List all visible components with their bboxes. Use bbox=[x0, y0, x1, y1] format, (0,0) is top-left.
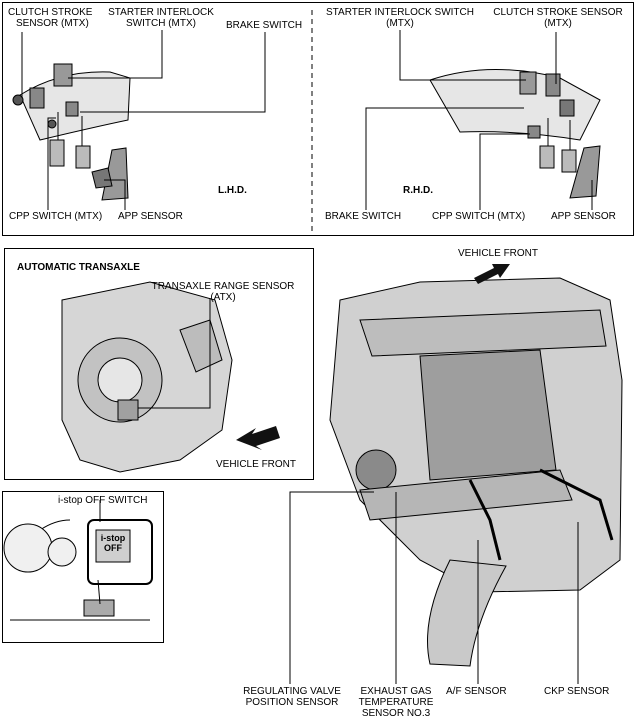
rhd-leaders bbox=[365, 30, 593, 210]
lhd-starter-interlock-label: STARTER INTERLOCK SWITCH (MTX) bbox=[108, 7, 214, 29]
engine-front-arrow bbox=[474, 264, 510, 284]
rhd-brake-switch-label: BRAKE SWITCH bbox=[325, 211, 402, 222]
rhd-mode-label: R.H.D. bbox=[403, 185, 433, 196]
rhd-app-sensor-label: APP SENSOR bbox=[551, 211, 616, 222]
lhd-leaders bbox=[21, 30, 266, 210]
engine-illustration bbox=[329, 277, 623, 667]
istop-illustration bbox=[3, 519, 153, 621]
rhd-clutch-stroke-label: CLUTCH STROKE SENSOR (MTX) bbox=[493, 7, 623, 29]
lhd-clutch-stroke-label: CLUTCH STROKE SENSOR (MTX) bbox=[8, 7, 93, 29]
istop-switch-label: i-stop OFF SWITCH bbox=[58, 495, 148, 506]
transaxle-illustration bbox=[61, 281, 233, 473]
range-sensor-label: TRANSAXLE RANGE SENSOR (ATX) bbox=[151, 281, 295, 303]
transaxle-vehicle-front-label: VEHICLE FRONT bbox=[216, 459, 297, 470]
engine-leaders bbox=[289, 491, 579, 684]
transaxle-panel-frame bbox=[4, 248, 314, 480]
lhd-cpp-switch-label: CPP SWITCH (MTX) bbox=[9, 211, 103, 222]
engine-vehicle-front-label: VEHICLE FRONT bbox=[458, 248, 539, 259]
pedal-panel-frame bbox=[2, 2, 634, 236]
ckp-sensor-label: CKP SENSOR bbox=[544, 686, 610, 697]
rhd-cpp-switch-label: CPP SWITCH (MTX) bbox=[432, 211, 526, 222]
lhd-mode-label: L.H.D. bbox=[218, 185, 247, 196]
transaxle-title: AUTOMATIC TRANSAXLE bbox=[17, 262, 140, 273]
istop-button-text: i-stop OFF bbox=[100, 533, 126, 553]
exhaust-gas-label: EXHAUST GAS TEMPERATURE SENSOR NO.3 bbox=[358, 686, 434, 719]
istop-panel-frame bbox=[2, 491, 164, 643]
lhd-app-sensor-label: APP SENSOR bbox=[118, 211, 183, 222]
rhd-starter-interlock-label: STARTER INTERLOCK SWITCH (MTX) bbox=[326, 7, 474, 29]
regulating-valve-label: REGULATING VALVE POSITION SENSOR bbox=[243, 686, 341, 708]
lhd-brake-switch-label: BRAKE SWITCH bbox=[226, 20, 303, 31]
af-sensor-label: A/F SENSOR bbox=[446, 686, 507, 697]
range-sensor-leader bbox=[138, 298, 211, 409]
transaxle-front-arrow bbox=[236, 426, 280, 450]
